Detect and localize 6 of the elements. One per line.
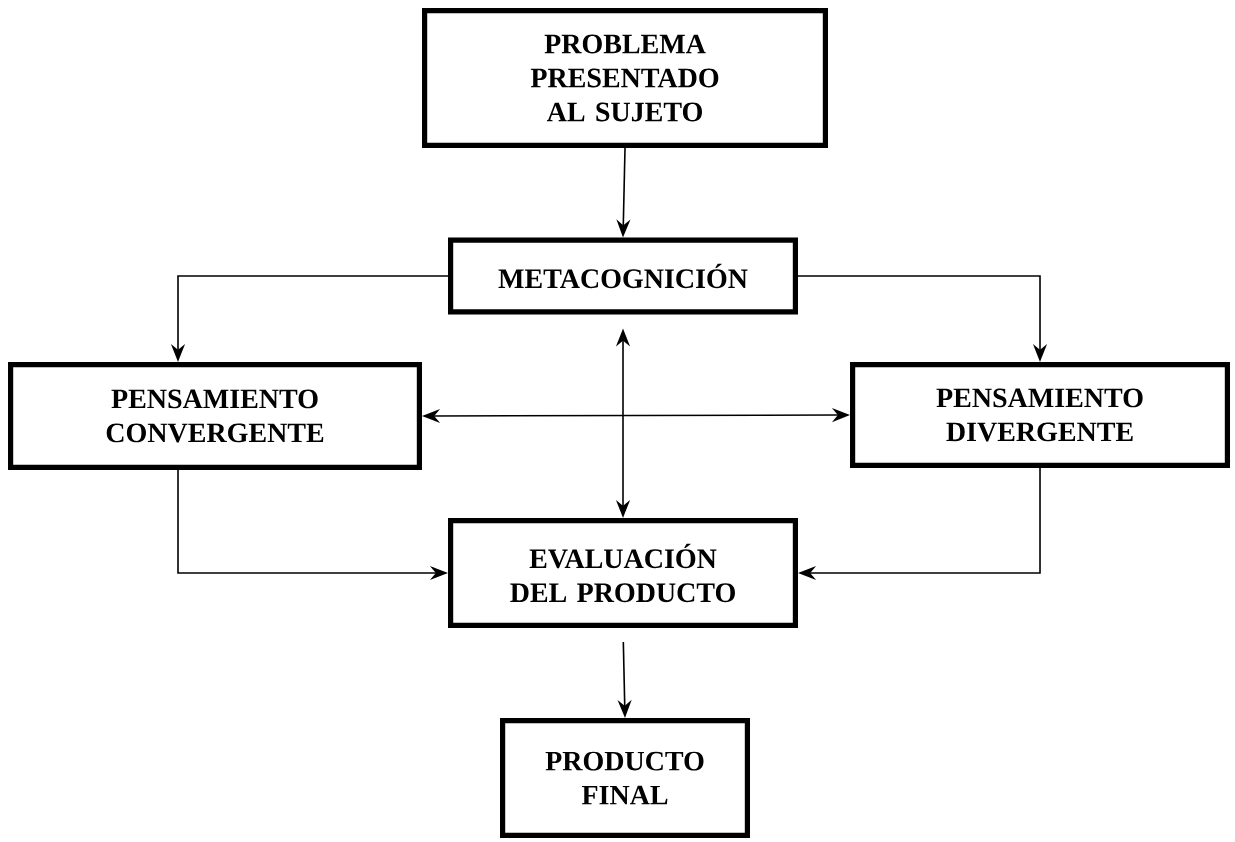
process-box: PROBLEMA PRESENTADO AL SUJETO (422, 8, 828, 148)
process-box: EVALUACIÓN DEL PRODUCTO (448, 518, 798, 628)
process-box: PENSAMIENTO DIVERGENTE (850, 362, 1230, 468)
process-box: METACOGNICIÓN (448, 237, 798, 315)
process-box: PRODUCTO FINAL (500, 718, 750, 838)
process-box: PENSAMIENTO CONVERGENTE (8, 362, 422, 470)
